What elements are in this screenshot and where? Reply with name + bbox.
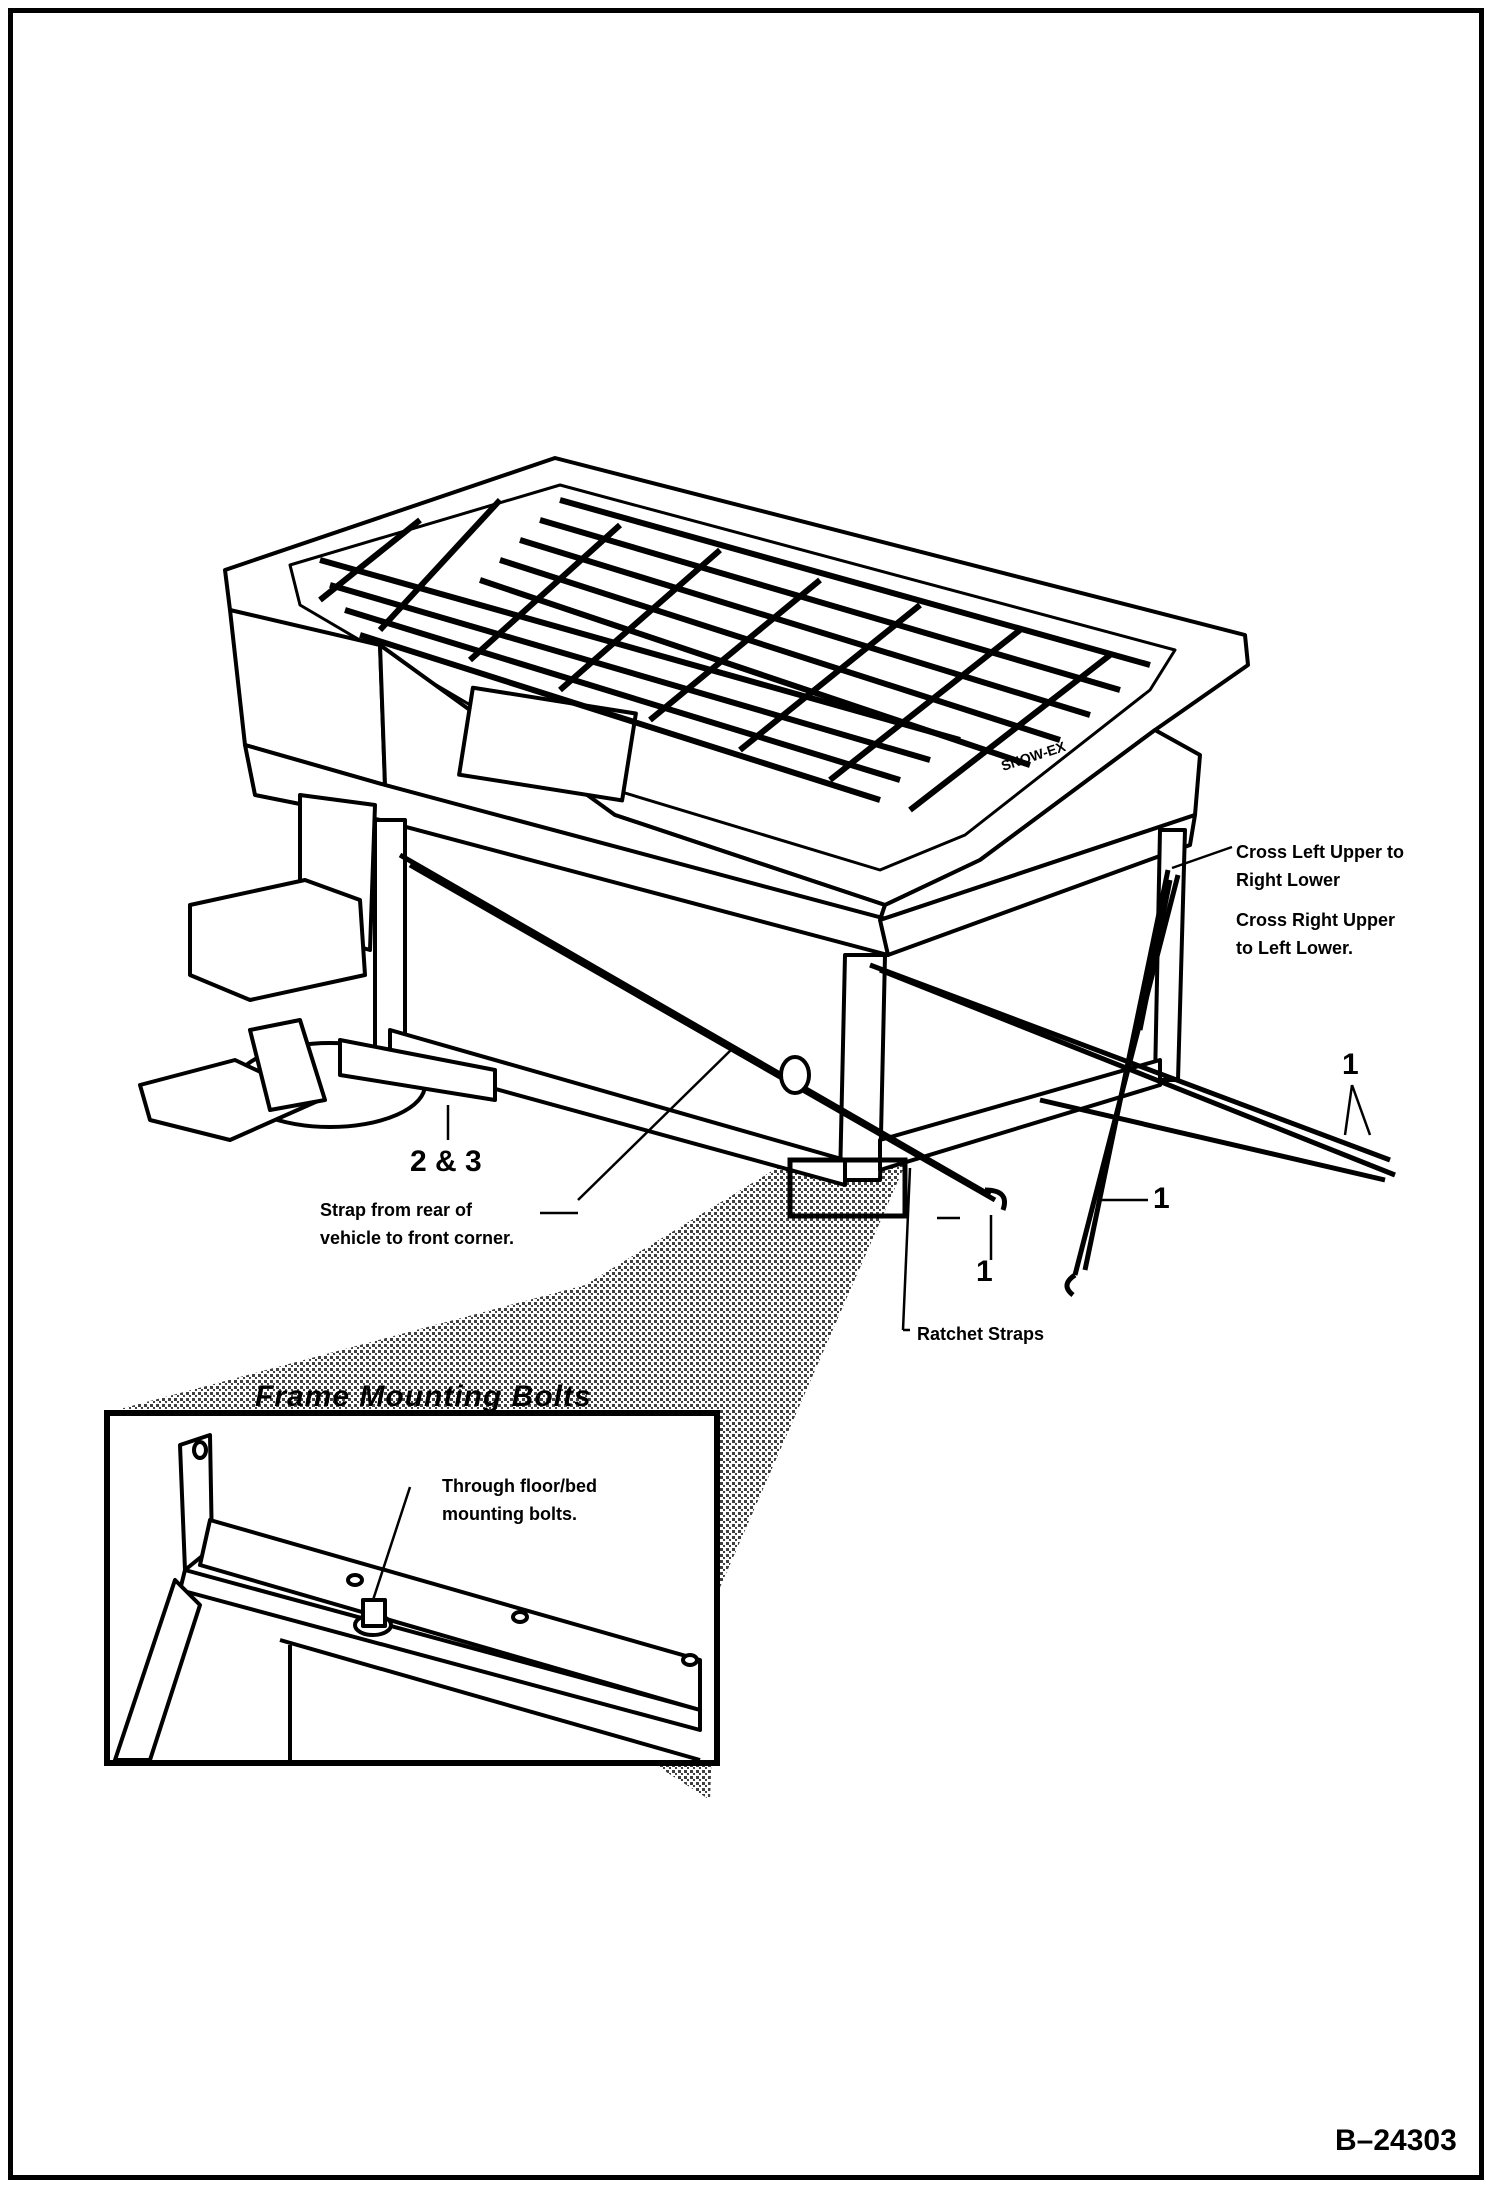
label-strap-rear: Strap from rear of vehicle to front corn… [320, 1200, 515, 1248]
callout-right-single: 1 [1153, 1182, 1170, 1215]
callout-front: 1 [976, 1255, 993, 1288]
label-cross-left: Cross Left Upper to Right Lower [1236, 842, 1405, 890]
inset-title: Frame Mounting Bolts [255, 1380, 592, 1413]
callout-2-and-3: 2 & 3 [410, 1145, 482, 1178]
label-cross-right: Cross Right Upper to Left Lower. [1236, 910, 1396, 958]
document-id: B–24303 [1335, 2124, 1457, 2157]
hopper-grate [318, 497, 1151, 813]
ratchet-straps [398, 852, 1396, 1297]
label-ratchet-straps: Ratchet Straps [917, 1324, 1045, 1344]
page-border [8, 8, 1484, 2180]
frame-mounting-inset [104, 1410, 720, 1766]
callout-right-pair: 1 [1342, 1048, 1359, 1081]
label-bolts-note: Through floor/bed mounting bolts. [442, 1476, 597, 1524]
zoom-box [787, 1157, 908, 1219]
